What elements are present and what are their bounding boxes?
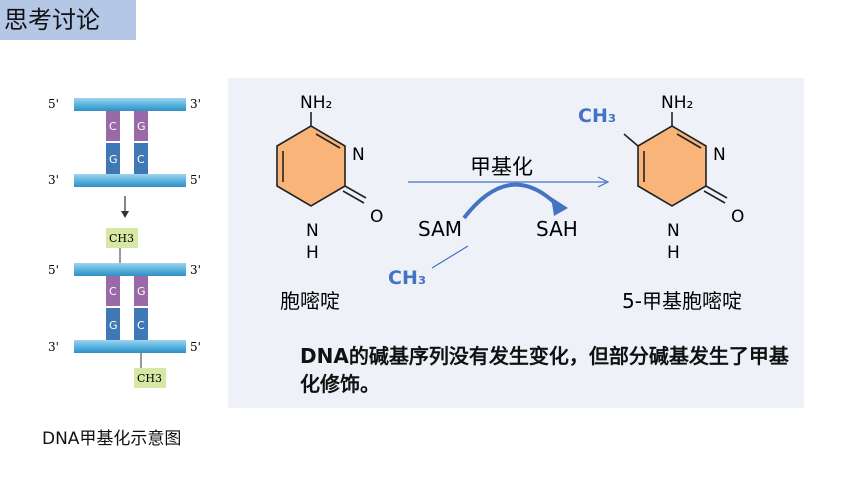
- base-label: C: [137, 153, 145, 166]
- conclusion-text: DNA的碱基序列没有发生变化，但部分碱基发生了甲基化修饰。: [300, 344, 789, 396]
- base-c: [106, 276, 120, 306]
- base-c: [134, 308, 148, 340]
- h-label: H: [306, 243, 319, 263]
- base-label: G: [137, 120, 146, 133]
- ch3-label: CH₃: [388, 267, 426, 289]
- base-c: [106, 111, 120, 141]
- dna-duplex-methylated: CH3 5' 3' 3' 5' C G G C CH3: [48, 228, 201, 388]
- nh-label: N: [306, 221, 319, 241]
- dna-duplex-unmethylated: 5' 3' 3' 5' C G G C: [48, 97, 201, 187]
- page-title: 思考讨论: [0, 0, 136, 40]
- n-label: N: [352, 145, 365, 165]
- base-g: [106, 308, 120, 340]
- o-label: O: [731, 207, 744, 227]
- methyl-box-top: [106, 228, 138, 248]
- methyl-label: CH3: [137, 372, 162, 385]
- reaction-diagram: NH₂ N O N H 胞嘧啶 甲基化 SAM SAH CH₃: [276, 93, 744, 313]
- h-label: H: [667, 243, 680, 263]
- label-5prime: 5': [190, 173, 201, 187]
- strand-bottom: [74, 174, 186, 187]
- label-5prime: 5': [190, 340, 201, 354]
- label-3prime: 3': [190, 263, 201, 277]
- base-c: [134, 143, 148, 174]
- base-g: [134, 276, 148, 306]
- strand-bottom: [74, 340, 186, 353]
- dna-figure-caption: DNA甲基化示意图: [42, 429, 182, 449]
- sam-label: SAM: [418, 217, 462, 241]
- methyl-label: CH3: [109, 232, 134, 245]
- reaction-panel: NH₂ N O N H 胞嘧啶 甲基化 SAM SAH CH₃: [228, 78, 804, 408]
- methyl-box-bottom: [134, 368, 166, 388]
- o-label: O: [370, 207, 383, 227]
- base-label: C: [109, 120, 117, 133]
- base-label: G: [109, 319, 118, 332]
- down-arrow-icon: [121, 196, 129, 218]
- n-label: N: [713, 145, 726, 165]
- label-3prime: 3': [48, 173, 59, 187]
- strand-top: [74, 263, 186, 276]
- label-3prime: 3': [190, 97, 201, 111]
- methylcytosine-structure: CH₃ NH₂ N O N H 5-甲基胞嘧啶: [578, 93, 744, 313]
- cytosine-name: 胞嘧啶: [280, 289, 340, 313]
- cytosine-structure: NH₂ N O N H 胞嘧啶: [276, 93, 383, 313]
- dna-methylation-figure: 5' 3' 3' 5' C G G C CH3 5' 3' 3': [48, 88, 218, 398]
- methylation-arrow: 甲基化 SAM SAH CH₃: [388, 155, 610, 289]
- base-g: [106, 143, 120, 174]
- label-5prime: 5': [48, 263, 59, 277]
- arrow-label: 甲基化: [470, 155, 533, 179]
- strand-top: [74, 98, 186, 111]
- nh2-label: NH₂: [300, 93, 332, 113]
- label-5prime: 5': [48, 97, 59, 111]
- base-label: G: [137, 285, 146, 298]
- nh2-label: NH₂: [661, 93, 693, 113]
- ch3-label: CH₃: [578, 105, 616, 127]
- base-label: C: [109, 285, 117, 298]
- label-3prime: 3': [48, 340, 59, 354]
- base-label: C: [137, 319, 145, 332]
- base-label: G: [109, 153, 118, 166]
- nh-label: N: [667, 221, 680, 241]
- base-g: [134, 111, 148, 141]
- methylcytosine-name: 5-甲基胞嘧啶: [622, 289, 742, 313]
- sah-label: SAH: [536, 217, 578, 241]
